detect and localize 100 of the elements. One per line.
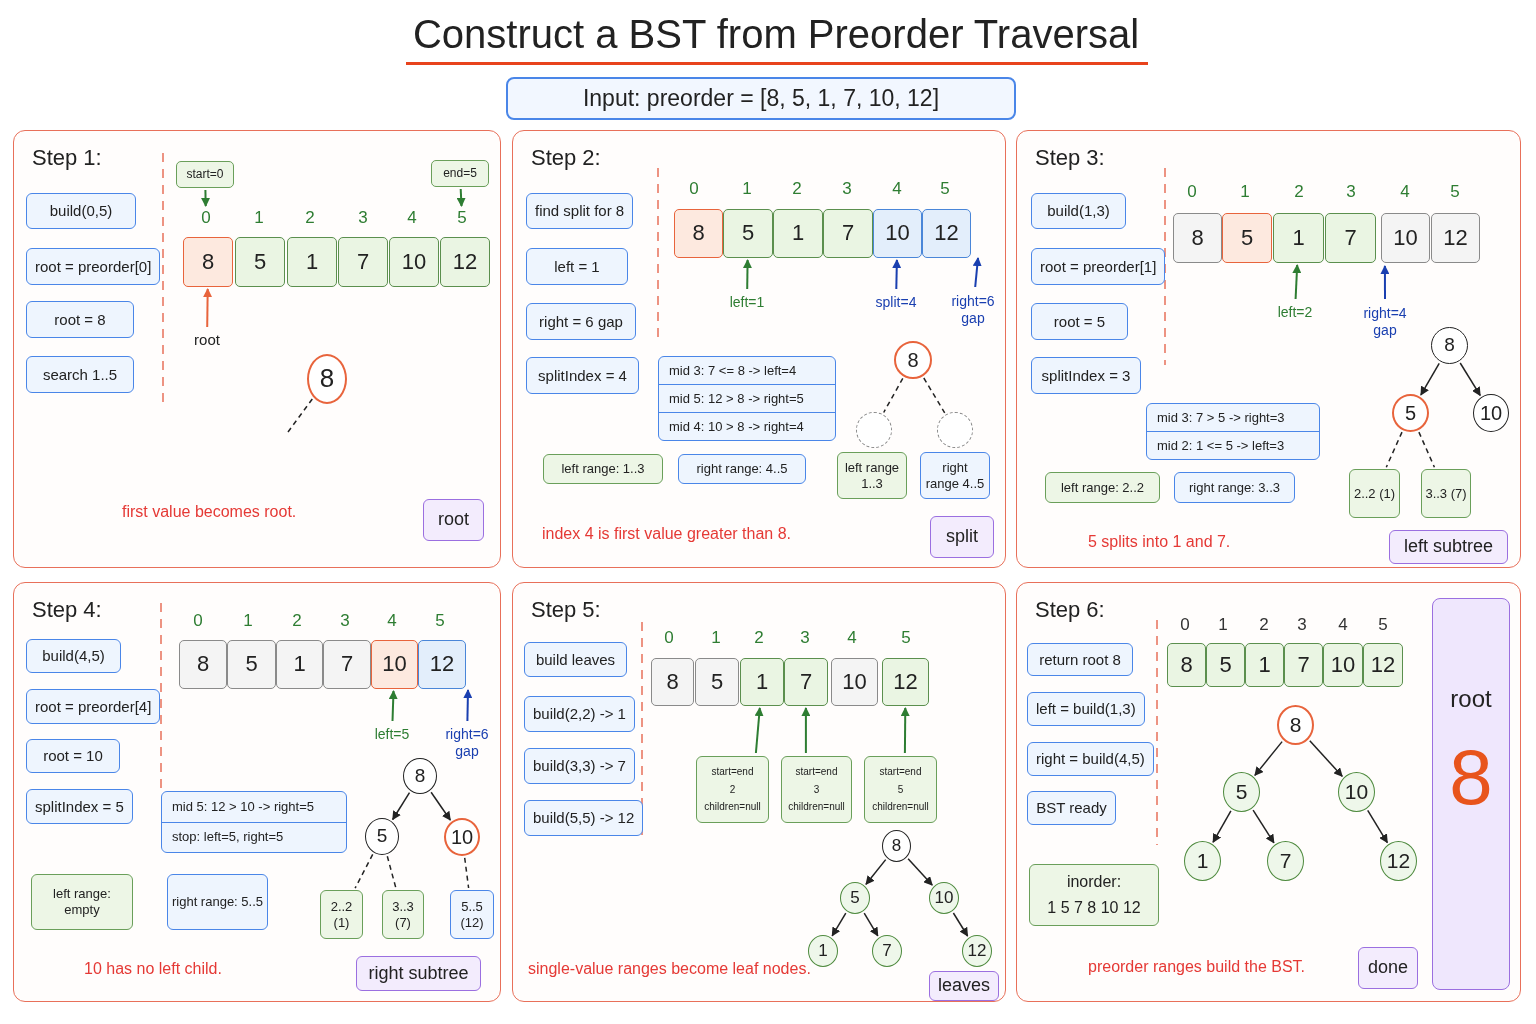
index-label: 1 [710, 627, 722, 649]
code-step-box: build(1,3) [1031, 193, 1126, 229]
range-box: left range 1..3 [837, 452, 907, 499]
code-step-box: splitIndex = 5 [26, 789, 133, 824]
array-cell: 8 [674, 209, 723, 258]
tree-node-circle: 7 [1267, 841, 1304, 881]
range-box: right range: 5..5 [167, 874, 268, 930]
index-label: 2 [1293, 181, 1305, 203]
array-cell: 8 [1167, 643, 1206, 687]
tree-node-circle: 5 [365, 818, 399, 855]
range-box: left range: 1..3 [543, 454, 663, 484]
index-label: 1 [1217, 614, 1229, 636]
arrow [1366, 809, 1389, 844]
dashed-connector [354, 853, 374, 889]
tree-node-circle: 8 [307, 354, 347, 404]
step-panel [13, 582, 501, 1002]
code-step-box: BST ready [1027, 791, 1116, 825]
comparison-row: mid 5: 12 > 8 -> right=5 [659, 385, 835, 413]
step-tag: split [930, 516, 994, 558]
arrow [430, 791, 452, 821]
comparison-table [658, 356, 836, 441]
tree-node-circle: 10 [1338, 772, 1375, 812]
pointer-label: split=4 [865, 291, 927, 313]
arrow [900, 707, 910, 754]
tree-node-circle: 7 [872, 935, 902, 967]
index-label: 5 [939, 178, 951, 200]
tree-node-circle: 5 [1223, 772, 1260, 812]
tree-node-circle: 8 [894, 341, 932, 379]
leaf-info-box [864, 756, 937, 823]
array-cell: 1 [1245, 643, 1284, 687]
arrow [463, 689, 473, 722]
array-cell: 12 [418, 640, 466, 689]
index-label: 3 [841, 178, 853, 200]
pointer-label: left=5 [365, 723, 419, 745]
comparison-row-text: mid 4: 10 > 8 -> right=4 [668, 417, 805, 436]
index-label: 0 [663, 627, 675, 649]
array-cell: 12 [882, 658, 929, 706]
code-step-box: root = 5 [1031, 303, 1128, 340]
index-label: 5 [1377, 614, 1389, 636]
result-value: 8 [1449, 737, 1493, 816]
note-text: 5 splits into 1 and 7. [1088, 533, 1231, 551]
array-cell: 7 [823, 209, 873, 258]
note-text: preorder ranges build the BST. [1088, 958, 1305, 976]
result-panel [1432, 598, 1510, 990]
input-box: Input: preorder = [8, 5, 1, 7, 10, 12] [506, 77, 1016, 120]
code-step-box: build(5,5) -> 12 [524, 800, 644, 836]
inorder-box [1029, 864, 1159, 926]
arrow [1252, 809, 1275, 844]
tree-node-circle: 1 [1184, 841, 1221, 881]
index-label: 2 [304, 207, 316, 229]
tree-node-circle: 10 [444, 818, 480, 856]
array-cell: 1 [773, 209, 823, 258]
comparison-row-text: stop: left=5, right=5 [171, 828, 285, 847]
range-box: 2..2 (1) [320, 890, 363, 939]
index-label: 1 [1239, 181, 1251, 203]
leaf-info-text: start=end [711, 765, 754, 780]
tree-node-circle: 8 [882, 830, 911, 862]
comparison-row-text: mid 2: 1 <= 5 -> left=3 [1156, 436, 1286, 455]
index-label: 0 [1179, 614, 1191, 636]
index-label: 3 [799, 627, 811, 649]
array-cell: 12 [1363, 643, 1403, 687]
array-cell: 10 [1323, 643, 1363, 687]
dashed-connector [882, 377, 904, 414]
index-label: 4 [891, 178, 903, 200]
arrow [1420, 362, 1440, 396]
array-cell: 5 [723, 209, 773, 258]
index-label: 2 [1258, 614, 1270, 636]
array-cell: 12 [922, 209, 971, 258]
step-heading: Step 4: [32, 597, 102, 624]
comparison-table [161, 791, 347, 853]
index-label: 1 [242, 610, 254, 632]
index-label: 4 [386, 610, 398, 632]
range-box: 3..3 (7) [382, 890, 424, 939]
range-box: right range: 4..5 [678, 454, 806, 484]
arrow [1459, 362, 1481, 397]
array-cell: 12 [1431, 213, 1480, 263]
code-step-box: build(3,3) -> 7 [524, 748, 635, 784]
range-box: 2..2 (1) [1349, 469, 1400, 518]
leaf-info-box [781, 756, 852, 823]
arrow [1292, 264, 1302, 300]
tree-node-circle: 8 [1431, 327, 1468, 364]
range-box: 3..3 (7) [1421, 469, 1471, 518]
pointer-label: root [187, 329, 227, 351]
note-text: first value becomes root. [122, 503, 297, 521]
arrow [203, 288, 213, 328]
note-text: single-value ranges become leaf nodes. [528, 960, 811, 978]
index-label: 4 [1337, 614, 1349, 636]
leaf-info-text: 2 [729, 782, 736, 797]
tree-node-circle: 5 [1392, 394, 1429, 432]
step-heading: Step 1: [32, 145, 102, 172]
array-cell: 5 [235, 237, 285, 287]
step-panel [1016, 130, 1521, 568]
array-cell: 5 [1206, 643, 1245, 687]
arrow [388, 690, 398, 722]
array-cell: 7 [338, 237, 388, 287]
code-step-box: build(0,5) [26, 193, 136, 229]
array-cell: 10 [1381, 213, 1430, 263]
step-panel [512, 130, 1006, 568]
index-label: 5 [434, 610, 446, 632]
comparison-row: mid 3: 7 > 5 -> right=3 [1147, 404, 1319, 432]
